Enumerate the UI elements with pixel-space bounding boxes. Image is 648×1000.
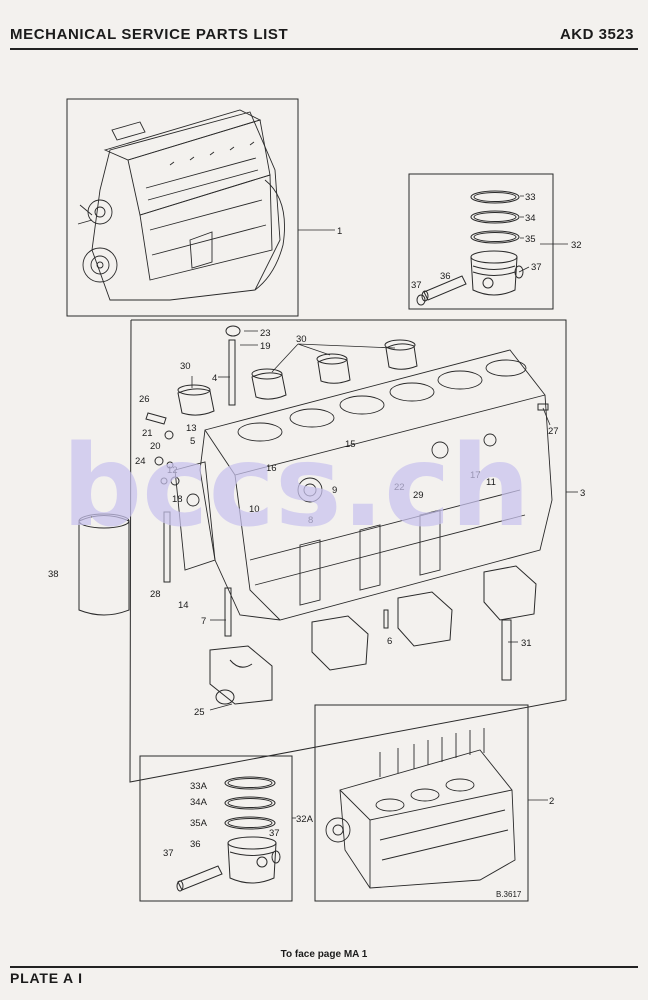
footer-rule [10,966,638,968]
callout-labels: 1 2 3 4 5 6 7 8 9 10 11 12 13 14 15 16 1… [48,192,585,899]
callout-7: 7 [201,616,206,627]
callout-3: 3 [580,488,585,499]
callout-32A: 32A [296,814,314,825]
callout-20: 20 [150,441,161,452]
callout-34: 34 [525,213,536,224]
callout-36-lower: 36 [190,839,201,850]
callout-28: 28 [150,589,161,600]
drawing-reference: B.3617 [496,890,522,899]
callout-38: 38 [48,569,59,580]
callout-30-left: 30 [180,361,191,372]
piston-drawing [416,250,524,306]
callout-13: 13 [186,423,197,434]
plate-label: PLATE A I [10,970,83,986]
piston-rings-32A [224,776,276,830]
piston-rings [470,190,520,244]
leader-lines [191,195,578,819]
callout-4: 4 [212,373,217,384]
callout-37-left: 37 [411,280,422,291]
callout-35: 35 [525,234,536,245]
callout-10: 10 [249,504,260,515]
engine-assembly-drawing [77,109,285,301]
header-rule [10,48,638,50]
engine-assembly-frame [66,98,299,317]
callout-24: 24 [135,456,146,467]
cylinder-liners-30 [177,339,418,416]
face-page-note: To face page MA 1 [280,949,368,960]
watermark: bccs.ch [62,422,530,552]
cylinder-block-frame [129,319,567,783]
callout-26: 26 [139,394,150,405]
callout-17: 17 [470,470,481,481]
piston-assembly-32A-frame [139,755,293,902]
callout-37-lower-left: 37 [163,848,174,859]
callout-15: 15 [345,439,356,450]
piston-32A-drawing [176,836,281,892]
callout-37-lower-right: 37 [269,828,280,839]
cylinder-sleeve-38 [78,513,130,616]
callout-23: 23 [260,328,271,339]
callout-16: 16 [266,463,277,474]
callout-29: 29 [413,490,424,501]
short-engine-frame [314,704,529,902]
callout-33: 33 [525,192,536,203]
callout-31: 31 [521,638,532,649]
callout-27: 27 [548,426,559,437]
part-code: AKD 3523 [559,26,634,43]
cylinder-block-drawing [174,349,553,621]
callout-21: 21 [142,428,153,439]
callout-30-top: 30 [296,334,307,345]
callout-34A: 34A [190,797,208,808]
callout-12: 12 [167,465,178,476]
callout-18: 18 [172,494,183,505]
main-bearing-caps [209,565,537,705]
callout-37-right: 37 [531,262,542,273]
callout-22: 22 [394,482,405,493]
callout-11: 11 [486,477,496,488]
callout-32: 32 [571,240,582,251]
callout-1: 1 [337,226,342,237]
callout-2: 2 [549,796,554,807]
callout-9: 9 [332,485,337,496]
callout-25: 25 [194,707,205,718]
callout-19: 19 [260,341,271,352]
page-title: MECHANICAL SERVICE PARTS LIST [10,26,289,43]
callout-14: 14 [178,600,189,611]
callout-36: 36 [440,271,451,282]
callout-33A: 33A [190,781,208,792]
studs-and-bolts [145,325,549,681]
piston-assembly-frame [408,173,554,310]
callout-5: 5 [190,436,195,447]
callout-35A: 35A [190,818,208,829]
callout-8: 8 [308,515,313,526]
callout-6: 6 [387,636,392,647]
short-engine-drawing [325,728,516,889]
